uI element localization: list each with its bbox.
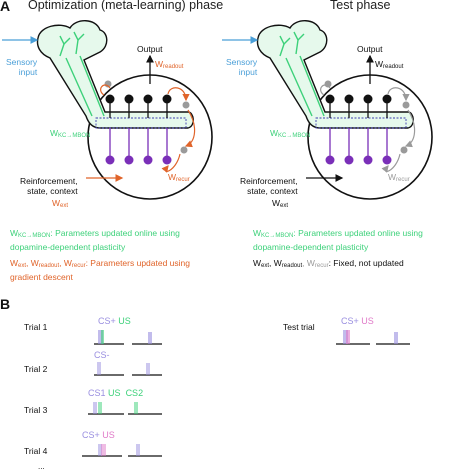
right-title: Test phase <box>330 0 391 12</box>
recur-arrows-left <box>100 84 196 173</box>
trial-4-label: Trial 4 <box>24 446 48 456</box>
left-title: Optimization (meta-learning) phase <box>28 0 224 12</box>
panel-b-letter: B <box>0 296 11 312</box>
w-recur-left: Wrecur <box>168 172 190 183</box>
dan-neurons-right <box>325 128 392 165</box>
mbon-neurons-left <box>105 94 172 118</box>
trial-timelines <box>82 330 410 457</box>
trial-1-label: Trial 1 <box>24 322 48 332</box>
w-ext-left: Wext <box>52 198 69 209</box>
left-note-gradient: Wext, Wreadout, Wrecur: Parameters updat… <box>10 258 191 282</box>
w-readout-left: Wreadout <box>155 59 184 70</box>
panel-a-letter: A <box>0 0 11 14</box>
sensory-input-label-right: Sensory input <box>226 57 258 77</box>
reinforcement-label-right: Reinforcement, state, context <box>240 176 298 196</box>
w-readout-right: Wreadout <box>375 59 404 70</box>
trial-3-stims: CS1 US CS2 <box>88 388 144 398</box>
test-trial-stims: CS+ US <box>341 316 374 326</box>
test-trial-label: Test trial <box>283 322 315 332</box>
trial-1-stims: CS+ US <box>98 316 131 326</box>
w-kc-mbon-left: WKC→MBON <box>50 128 91 139</box>
kc-dendrites-left <box>59 31 105 117</box>
w-ext-right: Wext <box>272 198 289 209</box>
sensory-input-label-left: Sensory input <box>6 57 38 77</box>
right-network-diagram <box>222 20 433 200</box>
trial-4-stims: CS+ US <box>82 430 115 440</box>
right-note-fixed: Wext, Wreadout, Wrecur: Fixed, not updat… <box>253 258 404 269</box>
trial-2-label: Trial 2 <box>24 364 48 374</box>
right-note-kc: WKC→MBON: Parameters updated online usin… <box>253 228 423 252</box>
ellipsis: ... <box>38 462 45 471</box>
trial-3-label: Trial 3 <box>24 405 48 415</box>
output-label-left: Output <box>137 44 163 54</box>
mbon-neurons-right <box>325 94 392 118</box>
output-label-right: Output <box>357 44 383 54</box>
w-recur-right: Wrecur <box>388 172 410 183</box>
dan-neurons-left <box>105 128 172 165</box>
trial-2-stims: CS- <box>94 350 110 360</box>
left-network-diagram <box>2 20 213 200</box>
reinforcement-label-left: Reinforcement, state, context <box>20 176 78 196</box>
w-kc-mbon-right: WKC→MBON <box>270 128 311 139</box>
left-note-kc: WKC→MBON: Parameters updated online usin… <box>10 228 180 252</box>
